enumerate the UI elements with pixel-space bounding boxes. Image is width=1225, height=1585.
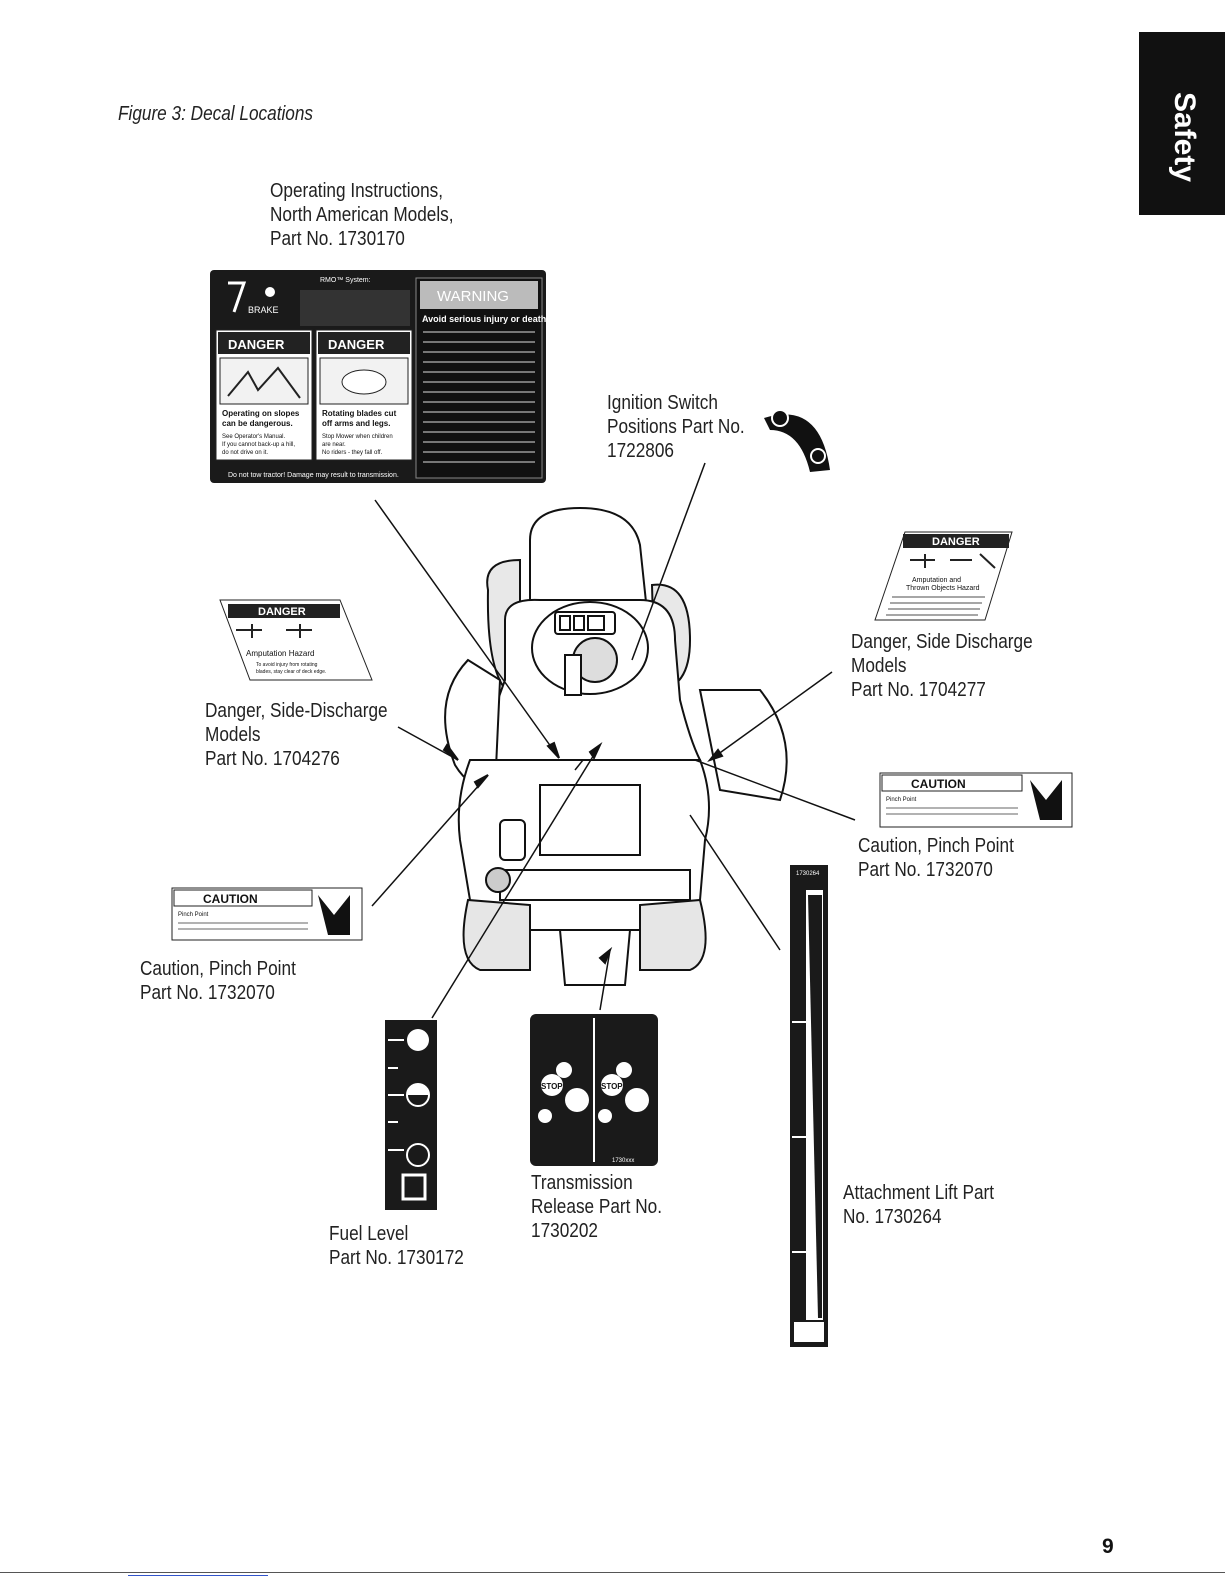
transmission-release-decal: STOP STOP 1730xxx: [530, 1014, 658, 1166]
svg-text:Amputation and: Amputation and: [912, 577, 961, 584]
svg-text:Rotating blades cut: Rotating blades cut: [322, 409, 397, 418]
leader-arrowheads: [442, 741, 724, 965]
svg-text:Pinch Point: Pinch Point: [886, 797, 917, 803]
svg-text:DANGER: DANGER: [932, 536, 980, 548]
svg-text:Do not tow tractor! Damage may: Do not tow tractor! Damage may result to…: [228, 472, 399, 479]
section-tab[interactable]: Safety: [1139, 32, 1225, 215]
svg-text:BRAKE: BRAKE: [248, 305, 279, 315]
svg-text:CAUTION: CAUTION: [203, 892, 258, 906]
svg-text:WARNING: WARNING: [437, 288, 509, 305]
fuel-level-decal: [385, 1020, 437, 1210]
svg-text:If you cannot back-up a hill,: If you cannot back-up a hill,: [222, 442, 295, 448]
svg-text:No riders - they fall off.: No riders - they fall off.: [322, 450, 383, 456]
figure-title: Figure 3: Decal Locations: [118, 103, 314, 125]
svg-text:See Operator's Manual.: See Operator's Manual.: [222, 434, 286, 440]
page-number: 9: [1102, 1535, 1114, 1558]
svg-text:RMO™ System:: RMO™ System:: [320, 277, 371, 284]
footer-link-underline[interactable]: [128, 1575, 268, 1576]
svg-text:blades, stay clear of deck edg: blades, stay clear of deck edge.: [256, 669, 326, 675]
svg-text:1730xxx: 1730xxx: [612, 1158, 634, 1164]
caution-right-decal: CAUTION Pinch Point: [879, 772, 1073, 828]
attachment-lift-decal: 1730264: [790, 865, 828, 1347]
svg-text:DANGER: DANGER: [258, 606, 306, 618]
leader-lines: [371, 462, 856, 1019]
svg-text:Thrown Objects Hazard: Thrown Objects Hazard: [906, 585, 980, 592]
svg-text:Operating on slopes: Operating on slopes: [222, 409, 300, 418]
danger-right-decal: DANGER Amputation and Thrown Objects Haz…: [874, 531, 1013, 621]
svg-text:CAUTION: CAUTION: [911, 777, 966, 791]
danger-left-decal: DANGER Amputation Hazard To avoid injury…: [219, 599, 373, 681]
svg-text:To avoid injury from rotating: To avoid injury from rotating: [256, 662, 318, 668]
svg-text:DANGER: DANGER: [328, 337, 385, 352]
svg-text:can be dangerous.: can be dangerous.: [222, 419, 293, 428]
svg-text:DANGER: DANGER: [228, 337, 285, 352]
tractor-illustration: [444, 506, 788, 986]
svg-text:Pinch Point: Pinch Point: [178, 912, 209, 918]
svg-text:off arms and legs.: off arms and legs.: [322, 419, 390, 428]
caution-left-decal: CAUTION Pinch Point: [171, 887, 363, 941]
operating-instructions-decal: BRAKE RMO™ System: WARNING Avoid serious…: [210, 270, 549, 483]
callout-operating-instructions: Operating Instructions,North American Mo…: [270, 180, 454, 250]
ignition-switch-decal: [764, 409, 830, 472]
svg-text:STOP: STOP: [601, 1082, 623, 1091]
svg-text:STOP: STOP: [541, 1082, 563, 1091]
svg-text:Avoid serious injury or death.: Avoid serious injury or death.: [422, 314, 549, 324]
svg-text:Amputation Hazard: Amputation Hazard: [246, 649, 314, 658]
svg-text:Stop Mower when children: Stop Mower when children: [322, 434, 393, 440]
svg-text:are near.: are near.: [322, 442, 346, 448]
svg-text:do not drive on it.: do not drive on it.: [222, 450, 268, 456]
svg-text:1730264: 1730264: [796, 871, 820, 877]
footer-divider: [0, 1572, 1225, 1573]
